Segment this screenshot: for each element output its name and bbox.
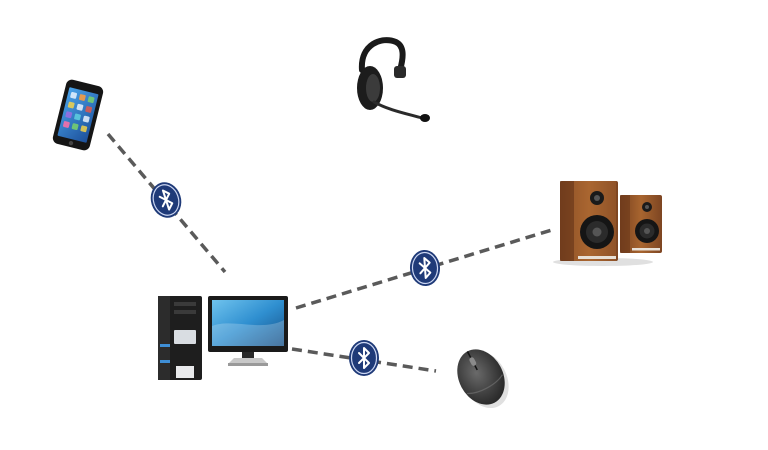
speakers-icon [553,181,662,266]
link-phone-computer [106,132,227,274]
desktop-computer-icon [158,296,288,380]
headset-icon [357,37,430,122]
mouse-icon [457,349,509,409]
smartphone-icon [52,79,104,151]
bluetooth-icon [348,339,380,377]
bluetooth-icon [407,247,443,289]
